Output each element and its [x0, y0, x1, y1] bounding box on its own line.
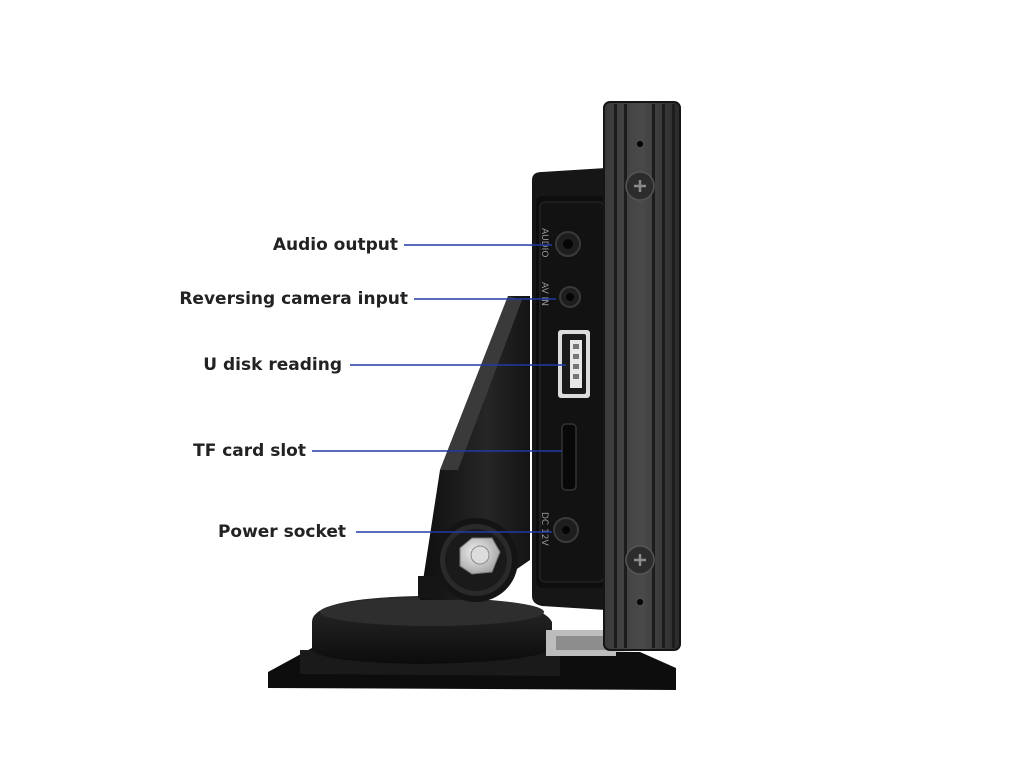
callout-audio-output: Audio output: [272, 235, 398, 255]
mount-base: [268, 596, 676, 690]
callout-u-disk-reading: U disk reading: [203, 355, 342, 375]
tf-card-slot-icon: [561, 423, 577, 491]
mount-arm: [418, 296, 530, 602]
heatsink-fin: [662, 104, 665, 648]
heatsink-fin: [652, 104, 655, 648]
dc-port-marking: DC 12V: [539, 512, 549, 547]
heatsink-fin: [614, 104, 617, 648]
callout-power-socket: Power socket: [217, 522, 346, 542]
callout-lines: [312, 244, 566, 533]
callout-tf-card-slot: TF card slot: [193, 441, 306, 461]
vent-dot-bottom: [637, 599, 643, 605]
screw-top-icon: [625, 171, 655, 201]
audio-port-marking: AUDIO: [539, 228, 549, 257]
heatsink-fin: [672, 104, 675, 648]
vent-dot-top: [637, 141, 643, 147]
screw-bottom-icon: [625, 545, 655, 575]
audio-jack-icon: [555, 231, 581, 257]
usb-port-icon: [558, 330, 590, 398]
av-in-jack-icon: [559, 286, 581, 308]
heatsink-body: [603, 101, 681, 651]
pivot-bolt-icon: [459, 537, 501, 575]
dc-power-jack-icon: [553, 517, 579, 543]
heatsink-fin: [624, 104, 627, 648]
callout-reversing-camera-input: Reversing camera input: [179, 289, 408, 309]
av-in-port-marking: AV IN: [539, 282, 549, 306]
